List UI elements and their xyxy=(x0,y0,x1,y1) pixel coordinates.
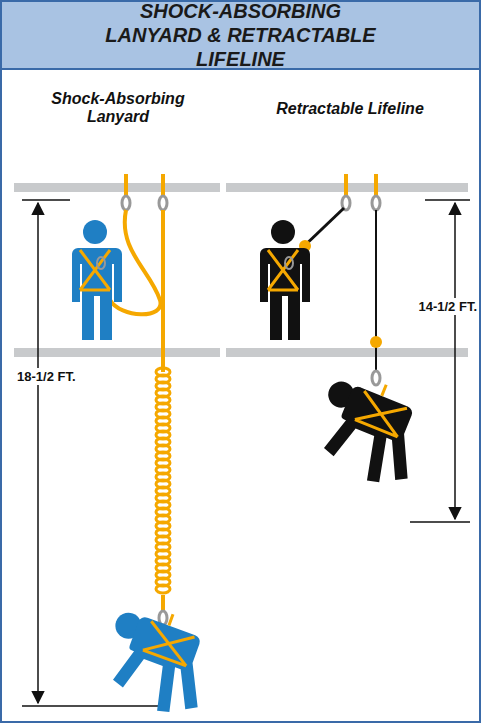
worker-standing-right xyxy=(260,220,310,340)
subheading: Shock-Absorbing Lanyard xyxy=(18,90,218,127)
shock-absorber xyxy=(156,368,170,593)
floor-right xyxy=(226,348,468,357)
worker-fallen-left xyxy=(92,597,224,723)
lanyard xyxy=(161,210,165,372)
anchors-left xyxy=(122,174,167,210)
subheading: Retractable Lifeline xyxy=(250,100,450,118)
ceiling-left xyxy=(14,183,220,192)
title: SHOCK-ABSORBING LANYARD & RETRACTABLE LI… xyxy=(91,0,391,71)
dimension-label: 14-1/2 FT. xyxy=(417,298,478,315)
anchors-right xyxy=(342,174,380,210)
title-band: SHOCK-ABSORBING LANYARD & RETRACTABLE LI… xyxy=(2,2,479,70)
worker-fallen-right xyxy=(303,366,437,495)
dimension-label: 18-1/2 FT. xyxy=(16,368,77,385)
worker-standing-left xyxy=(72,220,122,340)
dimension-right xyxy=(410,200,470,522)
coil-loop xyxy=(156,585,170,593)
floor-left xyxy=(14,348,220,357)
